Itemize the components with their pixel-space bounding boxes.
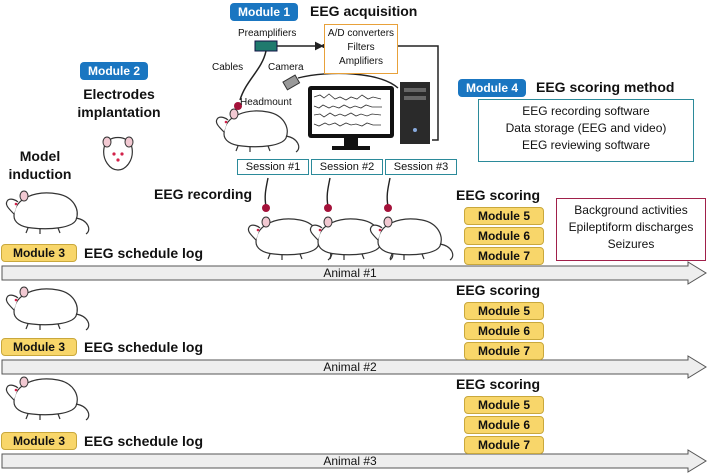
model-induction-line1: Model [19,148,61,164]
animal2-timeline-arrow [1,355,707,379]
converter-box: A/D converters Filters Amplifiers [324,24,398,74]
computer-tower-icon [400,82,430,144]
module5-badge-2: Module 5 [464,302,544,320]
module1-title: EEG acquisition [310,3,418,19]
module1-badge: Module 1 [230,3,299,21]
scoring-method-line-3: EEG reviewing software [521,138,651,152]
cables-label: Cables [212,62,244,73]
schedule-log-label-2: EEG schedule log [84,339,204,355]
camera-icon [282,72,399,91]
module7-badge-3: Module 7 [464,436,544,454]
headmount-icon [234,102,242,110]
module3-badge-3: Module 3 [1,432,77,450]
animal3-label: Animal #3 [323,454,377,468]
eeg-scoring-label-1: EEG scoring [456,187,541,203]
module7-badge-1: Module 7 [464,247,544,265]
animal3-mouse-icon [5,376,90,421]
scoring-result-line-3: Seizures [607,237,655,251]
scoring-result-line-1: Background activities [574,203,688,217]
eeg-scoring-label-3: EEG scoring [456,376,541,392]
module5-badge-3: Module 5 [464,396,544,414]
recording-mice [247,177,454,261]
model-mouse-icon [5,190,90,235]
scoring-result-line-2: Epileptiform discharges [568,220,694,234]
module4-badge: Module 4 [458,79,527,97]
acquisition-wiring [239,40,439,141]
module3-badge-1: Module 3 [1,244,77,262]
module3-badge-2: Module 3 [1,338,77,356]
schedule-log-label-3: EEG schedule log [84,433,204,449]
session-2: Session #2 [311,159,383,175]
converter-line-1: A/D converters [327,28,395,39]
session-1: Session #1 [237,159,309,175]
module2-badge: Module 2 [80,62,149,80]
module4-title: EEG scoring method [536,79,675,95]
module6-badge-2: Module 6 [464,322,544,340]
scoring-method-box: EEG recording software Data storage (EEG… [478,99,694,162]
scoring-results-box: Background activities Epileptiform disch… [556,198,706,261]
module5-badge-1: Module 5 [464,207,544,225]
module2-title-line1: Electrodes [83,86,155,102]
session-3: Session #3 [385,159,457,175]
module7-badge-2: Module 7 [464,342,544,360]
converter-line-2: Filters [347,42,375,53]
converter-line-3: Amplifiers [339,56,383,67]
module6-badge-3: Module 6 [464,416,544,434]
animal1-label: Animal #1 [323,266,377,280]
preamplifier-icon [254,40,278,52]
model-induction-line2: induction [8,166,72,182]
eeg-scoring-label-2: EEG scoring [456,282,541,298]
schedule-log-label-1: EEG schedule log [84,245,204,261]
headmount-mouse-icon [215,108,300,153]
animal3-timeline-arrow [1,449,707,473]
animal2-mouse-icon [5,286,90,331]
camera-label: Camera [268,62,304,73]
module2-title-line2: implantation [77,104,161,120]
headmount-label: Headmount [240,97,292,108]
preamplifiers-label: Preamplifiers [238,28,297,39]
module6-badge-1: Module 6 [464,227,544,245]
eeg-recording-label: EEG recording [154,186,253,202]
scoring-method-line-2: Data storage (EEG and video) [505,121,667,135]
animal2-label: Animal #2 [323,360,377,374]
scoring-method-line-1: EEG recording software [522,104,650,118]
monitor-icon [308,86,394,150]
animal1-timeline-arrow [1,261,707,285]
implantation-skull-icon [102,136,134,171]
